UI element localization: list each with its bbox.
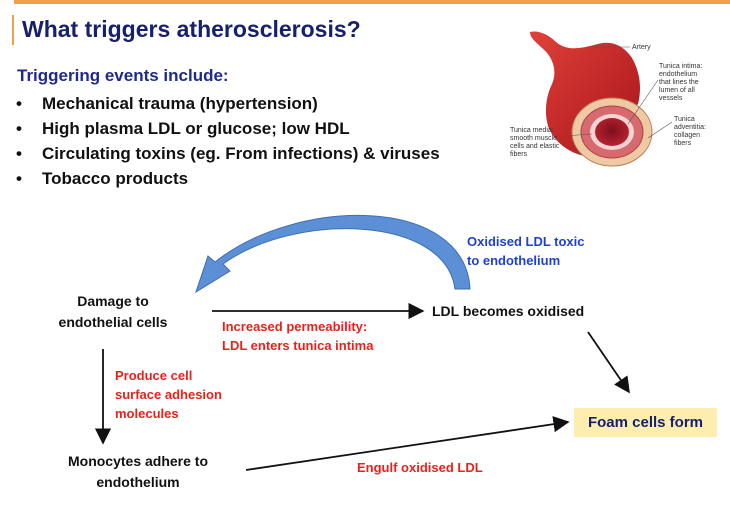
artery-illustration: Artery Tunica intima: endothelium that l… xyxy=(510,31,706,167)
node-damage-endothelial: Damage to endothelial cells xyxy=(48,291,178,333)
trigger-item: • Circulating toxins (eg. From infections… xyxy=(16,141,440,166)
label-line: molecules xyxy=(115,406,179,421)
adventitia-label-line: adventitia: xyxy=(674,124,706,131)
label-adhesion-molecules: Produce cell surface adhesion molecules xyxy=(115,366,222,423)
intima-label-line: lumen of all xyxy=(659,87,695,94)
triggering-events-heading: Triggering events include: xyxy=(17,66,229,85)
adventitia-leader-line xyxy=(647,121,673,139)
node-monocytes-adhere: Monocytes adhere to endothelium xyxy=(52,451,224,493)
bullet-icon: • xyxy=(16,169,22,188)
media-label-line: cells and elastic xyxy=(510,143,560,150)
bullet-icon: • xyxy=(16,119,22,138)
artery-label: Artery xyxy=(632,44,651,51)
trigger-item-text: Mechanical trauma (hypertension) xyxy=(42,94,318,113)
monocytes-to-foam-arrow xyxy=(245,416,570,471)
adventitia-label-line: fibers xyxy=(674,140,692,147)
adventitia-label-line: Tunica xyxy=(674,116,695,123)
trigger-item-text: Tobacco products xyxy=(42,169,189,188)
node-text-line: Damage to xyxy=(77,293,149,309)
node-text-line: endothelial cells xyxy=(58,314,168,330)
label-line: LDL enters tunica intima xyxy=(222,338,374,353)
label-line: to endothelium xyxy=(467,253,561,268)
node-text-line: Monocytes adhere to xyxy=(67,453,209,469)
label-engulf: Engulf oxidised LDL xyxy=(357,460,483,475)
label-line: Increased permeability: xyxy=(222,319,368,334)
label-line: surface adhesion xyxy=(115,387,222,402)
intima-label-line: Tunica intima: xyxy=(659,63,702,70)
label-line: Oxidised LDL toxic xyxy=(467,234,585,249)
adventitia-label-line: collagen xyxy=(674,132,700,139)
label-line: Produce cell xyxy=(115,368,193,383)
trigger-item-text: Circulating toxins (eg. From infections)… xyxy=(42,144,440,163)
media-label-line: Tunica media: xyxy=(510,127,554,134)
header-accent-line xyxy=(14,0,730,4)
media-leader-line xyxy=(563,133,593,137)
title-accent-bar xyxy=(12,15,14,45)
label-oxidised-toxic: Oxidised LDL toxic to endothelium xyxy=(467,232,585,270)
media-label-line: smooth muscle xyxy=(510,135,557,142)
label-permeability: Increased permeability: LDL enters tunic… xyxy=(222,317,373,355)
intima-label-line: that lines the xyxy=(659,79,699,86)
intima-label-line: vessels xyxy=(659,95,683,102)
oxidised-to-foam-arrow xyxy=(587,331,630,394)
node-text-line: endothelium xyxy=(96,474,180,490)
node-foam-cells: Foam cells form xyxy=(574,408,717,437)
node-text-line: LDL becomes oxidised xyxy=(432,303,585,319)
bullet-icon: • xyxy=(16,144,22,163)
curved-feedback-arrow xyxy=(195,214,471,294)
page-title: What triggers atherosclerosis? xyxy=(22,16,361,42)
intima-label-line: endothelium xyxy=(659,71,697,78)
artery-lumen xyxy=(595,118,629,146)
trigger-item: • High plasma LDL or glucose; low HDL xyxy=(16,116,440,141)
trigger-item: • Tobacco products xyxy=(16,166,440,191)
bullet-icon: • xyxy=(16,94,22,113)
trigger-item: • Mechanical trauma (hypertension) xyxy=(16,91,440,116)
media-label-line: fibers xyxy=(510,151,528,158)
trigger-list: • Mechanical trauma (hypertension) • High … xyxy=(16,91,440,191)
node-ldl-oxidised: LDL becomes oxidised xyxy=(432,301,612,322)
intima-leader-line xyxy=(627,79,659,125)
trigger-item-text: High plasma LDL or glucose; low HDL xyxy=(42,119,350,138)
